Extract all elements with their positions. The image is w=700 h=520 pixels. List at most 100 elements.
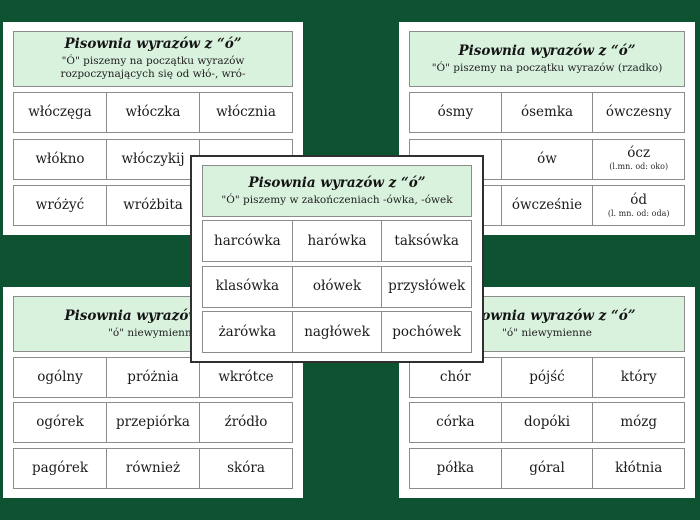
word-cell: ód(l. mn. od: oda) (592, 185, 684, 225)
word-text: ogórek (36, 414, 84, 431)
word-row: córka dopóki mózg (409, 402, 685, 444)
word-text: nagłówek (304, 323, 370, 340)
word-text: góral (529, 460, 565, 477)
word-cell: przysłówek (381, 266, 471, 307)
word-cell: ów (500, 139, 593, 179)
word-text: próżnia (127, 368, 179, 385)
card-wlo-wro[interactable]: Pisownia wyrazów z “ó” "Ó" piszemy na po… (3, 22, 303, 235)
word-row: klasówka ołówek przysłówek (202, 265, 472, 308)
word-note: (l.mn. od: oko) (609, 162, 669, 172)
word-cell: harówka (291, 221, 382, 262)
word-cell: który (592, 357, 684, 397)
card-rule-subtitle: "ó" niewymienne (502, 326, 592, 339)
word-text: córka (436, 414, 475, 431)
word-cell: włócznia (199, 93, 292, 133)
word-row: ogólny próżnia wkrótce (13, 356, 293, 398)
word-text: który (620, 368, 657, 385)
word-cell: półka (410, 449, 501, 488)
word-cell: taksówka (381, 221, 471, 262)
word-cell: córka (410, 403, 501, 442)
card-niewymienne-2[interactable]: Pisownia wyrazów z “ó” "ó" niewymienne c… (399, 287, 695, 498)
word-text: klasówka (215, 278, 280, 295)
card-header: Pisownia wyrazów z “ó” "Ó" piszemy w zak… (202, 165, 472, 217)
word-text: półka (436, 460, 475, 477)
word-text: ówcześnie (511, 197, 583, 214)
word-text: ód (630, 191, 648, 208)
word-text: skóra (227, 460, 265, 477)
word-text: ogólny (37, 368, 83, 385)
word-text: mózg (620, 414, 658, 431)
word-text: włóczęga (28, 104, 92, 121)
card-rule-subtitle: "Ó" piszemy na początku wyrazów rozpoczy… (60, 54, 246, 81)
word-text: taksówka (394, 232, 459, 249)
word-cell: włóczykij (106, 139, 199, 179)
word-text: ósemka (520, 104, 574, 121)
word-text: żarówka (218, 323, 277, 340)
card-rule-subtitle: "ó" niewymienne (108, 326, 198, 339)
word-cell: dopóki (500, 403, 593, 443)
word-text: pójść (529, 368, 565, 385)
word-cell: ócz(l.mn. od: oko) (592, 139, 684, 179)
word-row: pagórek również skóra (13, 447, 293, 489)
word-cell: pochówek (381, 311, 471, 352)
word-cell: harcówka (203, 221, 292, 261)
word-text: harcówka (214, 232, 281, 249)
card-title: Pisownia wyrazów z “ó” (64, 35, 242, 52)
word-text: harówka (307, 232, 367, 249)
card-rule-subtitle: "Ó" piszemy na początku wyrazów (rzadko) (431, 61, 663, 74)
word-cell: ówcześnie (500, 185, 593, 225)
word-row: harcówka harówka taksówka (202, 220, 472, 263)
word-row: żarówka nagłówek pochówek (202, 310, 472, 353)
word-row: ogórek przepiórka źródło (13, 402, 293, 444)
card-title: Pisownia wyrazów z “ó” (458, 42, 636, 59)
word-cell: klasówka (203, 267, 292, 307)
word-text: ołówek (312, 278, 362, 295)
card-title: Pisownia wyrazów z “ó” (458, 307, 636, 324)
word-row: półka góral kłótnia (409, 447, 685, 489)
word-cell: ósmy (410, 93, 501, 132)
word-cell: żarówka (203, 312, 292, 352)
word-text: kłótnia (615, 460, 663, 477)
word-text: ócz (627, 145, 651, 162)
word-text: ósmy (437, 104, 474, 121)
word-text: wkrótce (218, 368, 274, 385)
word-cell: pójść (500, 357, 593, 397)
word-row: chór pójść który (409, 356, 685, 398)
word-text: pochówek (392, 323, 462, 340)
word-cell: nagłówek (291, 311, 382, 352)
word-row: włóczęga włóczka włócznia (13, 92, 293, 134)
card-title: Pisownia wyrazów z “ó” (248, 174, 426, 191)
word-cell: chór (410, 358, 501, 397)
word-cell: mózg (592, 403, 684, 443)
word-text: przysłówek (388, 278, 466, 295)
word-text: włóczka (125, 104, 181, 121)
word-cell: góral (500, 448, 593, 488)
word-cell: próżnia (106, 357, 199, 397)
word-cell: skóra (199, 448, 292, 488)
word-cell: pagórek (14, 449, 106, 488)
word-text: włóczykij (121, 150, 185, 167)
word-cell: przepiórka (106, 403, 199, 443)
word-text: pagórek (31, 460, 89, 477)
word-cell: włóczka (106, 93, 199, 133)
word-cell: również (106, 448, 199, 488)
word-text: chór (439, 368, 471, 385)
card-header: Pisownia wyrazów z “ó” "Ó" piszemy na po… (409, 31, 685, 87)
word-text: dopóki (523, 414, 571, 431)
word-cell: ówczesny (592, 93, 684, 133)
word-cell: wkrótce (199, 357, 292, 397)
word-note: (l. mn. od: oda) (607, 208, 670, 218)
word-text: wróżyć (35, 197, 85, 214)
word-text: źródło (224, 414, 268, 431)
card-owka-owek[interactable]: Pisownia wyrazów z “ó” "Ó" piszemy w zak… (190, 155, 484, 363)
word-text: ówczesny (605, 104, 672, 121)
word-text: również (125, 460, 181, 477)
word-text: włócznia (216, 104, 276, 121)
word-cell: włóczęga (14, 93, 106, 132)
word-text: włókno (35, 150, 85, 167)
card-rule-subtitle: "Ó" piszemy w zakończeniach -ówka, -ówek (221, 193, 453, 206)
word-cell: źródło (199, 403, 292, 443)
word-cell: wróżbita (106, 185, 199, 225)
word-text: przepiórka (116, 414, 190, 431)
